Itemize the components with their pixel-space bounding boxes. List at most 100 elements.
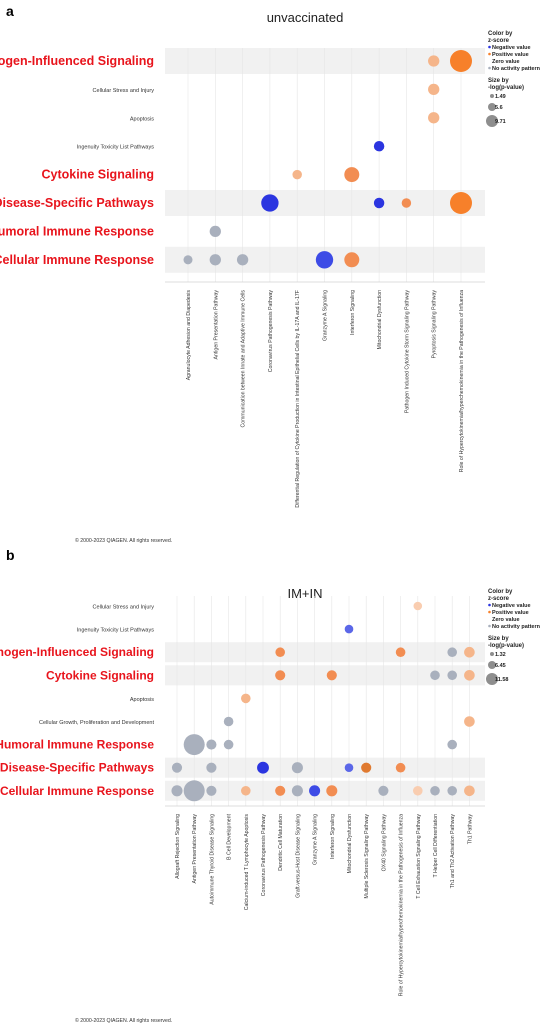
data-point bbox=[447, 670, 457, 681]
legend-size-swatch bbox=[490, 652, 494, 656]
column-label: Interferon Signaling bbox=[350, 290, 356, 335]
data-point bbox=[209, 254, 221, 266]
chart-panel-a: aunvaccinatedPathogen-Influenced Signali… bbox=[0, 3, 541, 544]
column-label: Granzyme A Signaling bbox=[323, 290, 329, 341]
data-point bbox=[395, 762, 406, 773]
data-point bbox=[344, 167, 360, 183]
column-label: Pyroptosis Signaling Pathway bbox=[432, 290, 438, 359]
legend-size-swatch bbox=[486, 673, 498, 685]
row-label: Cellular Stress and Injury bbox=[93, 605, 155, 611]
column-label: Autoimmune Thyroid Disease Signaling bbox=[209, 814, 215, 905]
chart-title: IM+IN bbox=[287, 586, 322, 601]
legend-item: Positive value bbox=[492, 52, 529, 58]
legend-item: Positive value bbox=[492, 610, 529, 616]
panel-label: a bbox=[6, 3, 14, 19]
row-band bbox=[165, 780, 485, 801]
legend-title: Size by bbox=[488, 78, 509, 84]
row-label: Apoptosis bbox=[130, 697, 154, 703]
data-point bbox=[450, 192, 472, 214]
data-point bbox=[223, 739, 234, 750]
legend-swatch bbox=[488, 610, 491, 614]
data-point bbox=[447, 647, 457, 657]
row-label: Cellular Stress and Injury bbox=[93, 88, 155, 94]
column-label: Allograft Rejection Signaling bbox=[175, 814, 181, 879]
data-point bbox=[171, 762, 183, 773]
column-label: Coronavirus Pathogenesis Pathway bbox=[261, 814, 267, 897]
legend-item: No activity pattern bbox=[492, 66, 541, 72]
row-label: Apoptosis bbox=[130, 116, 154, 122]
data-point bbox=[450, 50, 472, 72]
column-label: Antigen Presentation Pathway bbox=[192, 814, 198, 884]
data-point bbox=[344, 624, 354, 634]
data-point bbox=[309, 785, 321, 797]
column-label: Granzyme A Signaling bbox=[313, 814, 319, 865]
column-label: Role of Hypercytokinemia/hyperchemokinem… bbox=[459, 290, 465, 472]
legend-title: Size by bbox=[488, 636, 509, 642]
data-point bbox=[292, 169, 302, 180]
data-point bbox=[464, 785, 475, 797]
legend-item: No activity pattern bbox=[492, 624, 541, 630]
column-label: Communication between Innate and Adaptiv… bbox=[241, 290, 247, 428]
legend-size-swatch bbox=[488, 103, 496, 111]
legend-size-swatch bbox=[488, 661, 496, 669]
data-point bbox=[361, 762, 372, 773]
column-label: Dendritic Cell Maturation bbox=[278, 814, 284, 871]
chart-title: unvaccinated bbox=[267, 10, 344, 25]
copyright: © 2000-2023 QIAGEN. All rights reserved. bbox=[75, 1017, 172, 1024]
data-point bbox=[275, 670, 286, 681]
column-label: B Cell Development bbox=[227, 813, 233, 859]
legend-title: -log(p-value) bbox=[488, 643, 524, 649]
data-point bbox=[261, 194, 279, 212]
data-point bbox=[430, 786, 440, 796]
data-point bbox=[183, 734, 205, 756]
legend-size-swatch bbox=[486, 115, 498, 127]
data-point bbox=[373, 140, 385, 152]
column-label: Interferon Signaling bbox=[330, 814, 336, 859]
data-point bbox=[401, 198, 412, 208]
row-label-highlight: Cytokine Signaling bbox=[41, 168, 154, 182]
data-point bbox=[464, 716, 475, 727]
column-label: Th1 Pathway bbox=[467, 814, 473, 845]
data-point bbox=[378, 785, 389, 796]
column-label: T Helper Cell Differentiation bbox=[433, 814, 439, 878]
data-point bbox=[464, 646, 475, 658]
row-label-highlight: Humoral Immune Response bbox=[0, 224, 154, 238]
legend-size-label: 6.45 bbox=[495, 663, 506, 669]
data-point bbox=[413, 786, 423, 796]
data-point bbox=[183, 780, 205, 802]
data-point bbox=[206, 762, 217, 773]
data-point bbox=[447, 786, 457, 796]
legend-item: Negative value bbox=[492, 603, 531, 609]
data-point bbox=[291, 762, 303, 774]
legend-swatch bbox=[488, 66, 491, 70]
legend-swatch bbox=[488, 603, 491, 607]
column-label: Antigen Presentation Pathway bbox=[213, 290, 219, 360]
panel-label: b bbox=[6, 547, 15, 563]
legend-size-swatch bbox=[490, 94, 494, 98]
data-point bbox=[430, 670, 440, 681]
row-band bbox=[165, 757, 485, 778]
row-label-highlight: Cytokine Signaling bbox=[46, 668, 154, 682]
row-label: Ingenuity Toxicity List Pathways bbox=[77, 628, 154, 634]
legend-title: -log(p-value) bbox=[488, 85, 524, 91]
data-point bbox=[183, 255, 193, 265]
data-point bbox=[464, 669, 475, 681]
legend-title: z-score bbox=[488, 38, 510, 44]
data-point bbox=[326, 670, 337, 681]
column-label: Multiple Sclerosis Signaling Pathway bbox=[364, 814, 370, 899]
data-point bbox=[291, 785, 303, 797]
data-point bbox=[428, 112, 440, 124]
data-point bbox=[344, 252, 360, 268]
data-point bbox=[241, 786, 251, 796]
legend-swatch bbox=[488, 52, 491, 56]
column-label: Differential Regulation of Cytokine Prod… bbox=[295, 290, 301, 508]
legend-title: z-score bbox=[488, 596, 510, 602]
legend-item: Zero value bbox=[492, 59, 520, 65]
column-label: Agranulocyte Adhesion and Diapedesis bbox=[186, 290, 192, 381]
chart-panel-b: bIM+IN Cellular Stress and InjuryIngenuit… bbox=[0, 547, 541, 1024]
row-band bbox=[165, 665, 485, 686]
data-point bbox=[315, 251, 334, 269]
legend-size-label: 9.71 bbox=[495, 119, 506, 125]
